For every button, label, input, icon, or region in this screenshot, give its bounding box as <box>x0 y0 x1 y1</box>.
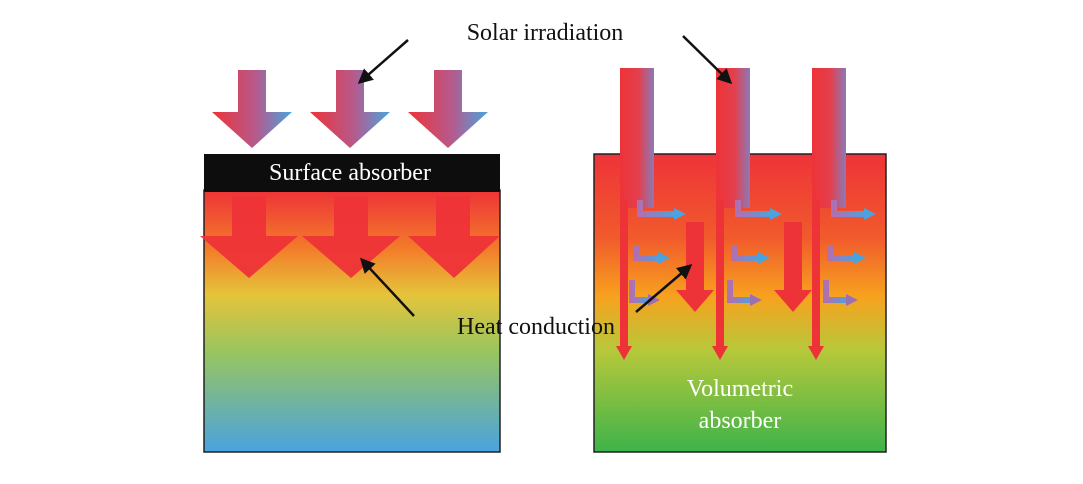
heat-conduction-arrow-1 <box>200 196 298 278</box>
volumetric-absorber-label-line1: Volumetric <box>687 376 793 402</box>
irradiation-tube-2 <box>712 68 782 360</box>
volumetric-absorber-label-line2: absorber <box>699 408 782 434</box>
solar-pointer-right-arrow <box>682 35 733 85</box>
solar-arrow-left-2 <box>310 70 390 148</box>
solar-irradiation-label: Solar irradiation <box>467 20 624 46</box>
heat-conduction-label: Heat conduction <box>457 314 615 340</box>
heat-pointer-left-arrow <box>359 257 415 317</box>
solar-pointer-left-arrow <box>357 39 409 84</box>
volumetric-conduction-arrow-1 <box>676 222 714 312</box>
solar-arrow-left-3 <box>408 70 488 148</box>
volumetric-absorber-panel: Volumetric absorber <box>593 68 887 453</box>
surface-absorber-label: Surface absorber <box>269 160 431 186</box>
surface-absorber-panel: Surface absorber <box>200 70 501 453</box>
surface-absorber-layer <box>204 154 500 192</box>
heat-pointer-right-arrow <box>635 264 693 313</box>
solar-arrow-left-1 <box>212 70 292 148</box>
heat-conduction-arrow-2 <box>302 196 400 278</box>
irradiation-tube-3 <box>808 68 876 360</box>
volumetric-conduction-arrow-2 <box>774 222 812 312</box>
heat-conduction-arrow-3 <box>408 196 500 278</box>
irradiation-tube-1 <box>616 68 686 360</box>
